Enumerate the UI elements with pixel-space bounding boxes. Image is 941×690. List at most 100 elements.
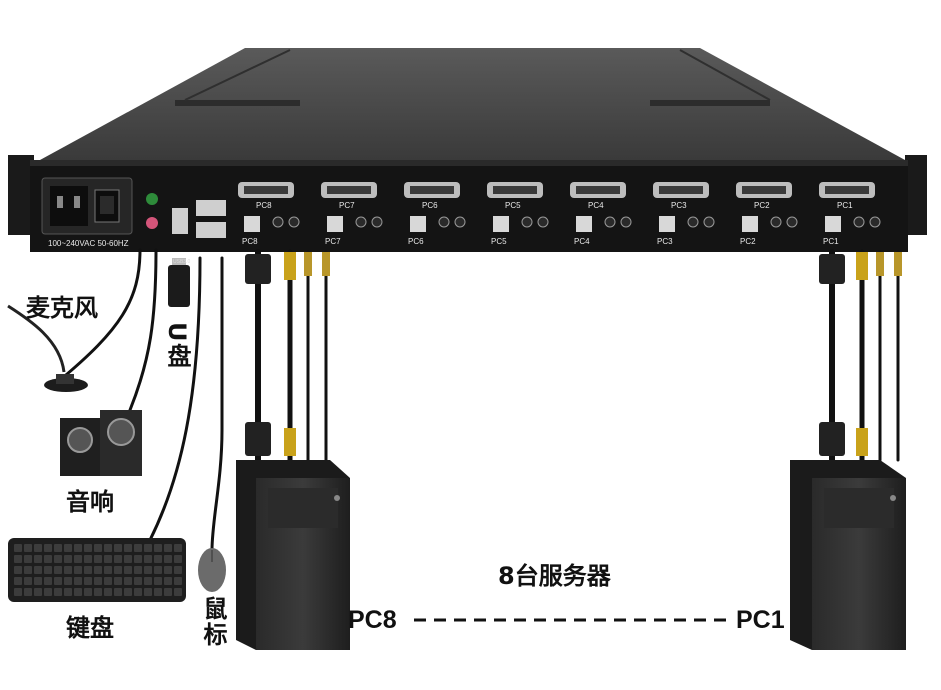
port-group-pc2 [736, 182, 798, 232]
dvi-pins [410, 186, 454, 194]
keyboard-key [44, 555, 52, 563]
port-label-bottom-pc3: PC3 [657, 237, 673, 246]
audio-jack [521, 216, 533, 228]
keyboard-key [24, 555, 32, 563]
port-label-bottom-pc4: PC4 [574, 237, 590, 246]
audio-jack [786, 216, 798, 228]
port-label-pc3: PC3 [671, 201, 687, 210]
keyboard-key [134, 555, 142, 563]
audio-jack [770, 216, 782, 228]
usb-b-port [244, 216, 260, 232]
microphone-label: 麦克风 [26, 294, 98, 322]
keyboard-key [34, 566, 42, 574]
keyboard-key [134, 566, 142, 574]
keyboard-key [54, 588, 62, 596]
keyboard-key [164, 588, 172, 596]
keyboard-key [124, 555, 132, 563]
audio-jack [288, 216, 300, 228]
power-socket [41, 177, 133, 235]
speaker-cable [128, 248, 158, 412]
keyboard-key [114, 566, 122, 574]
port-label-bottom-pc8: PC8 [242, 237, 258, 246]
keyboard-key [174, 544, 182, 552]
mouse-label: 鼠标 [199, 596, 227, 648]
usb-b-port [410, 216, 426, 232]
dvi-pins [742, 186, 786, 194]
pc8-label: PC8 [348, 606, 397, 634]
keyboard-key [64, 544, 72, 552]
pc-port-groups [238, 182, 881, 232]
keyboard-key [74, 544, 82, 552]
usb-b-port [327, 216, 343, 232]
speakers-label: 音响 [66, 488, 114, 516]
keyboard-key [154, 566, 162, 574]
keyboard-key [124, 566, 132, 574]
port-group-pc8 [238, 182, 300, 232]
dvi-pins [825, 186, 869, 194]
keyboard-key [114, 544, 122, 552]
keyboard-key [34, 544, 42, 552]
keyboard-key [114, 577, 122, 585]
port-group-pc6 [404, 182, 466, 232]
port-group-pc1 [819, 182, 881, 232]
servers-label: 8台服务器 [498, 562, 611, 590]
port-label-pc7: PC7 [339, 201, 355, 210]
keyboard-key [104, 577, 112, 585]
power-switch [100, 196, 114, 214]
keyboard-key [74, 588, 82, 596]
usb-drive-label: U盘 [163, 322, 191, 370]
audio-jack [853, 216, 865, 228]
keyboard-key [44, 588, 52, 596]
keyboard-key [94, 544, 102, 552]
keyboard-key [174, 555, 182, 563]
keyboard-key [44, 566, 52, 574]
usb-b-port [659, 216, 675, 232]
keyboard-key [84, 555, 92, 563]
port-group-pc7 [321, 182, 383, 232]
keyboard-key [84, 588, 92, 596]
audio-jack [438, 216, 450, 228]
keyboard-key [14, 577, 22, 585]
power-rating-text: 100~240VAC 50-60HZ [48, 239, 129, 248]
keyboard-label: 键盘 [66, 614, 114, 642]
port-label-bottom-pc6: PC6 [408, 237, 424, 246]
audio-jack [620, 216, 632, 228]
keyboard-key [34, 588, 42, 596]
keyboard-key [164, 566, 172, 574]
server-tower-pc8 [236, 460, 350, 650]
keyboard-key [104, 544, 112, 552]
usb-port [172, 208, 188, 234]
keyboard-key [54, 566, 62, 574]
port-label-bottom-pc7: PC7 [325, 237, 341, 246]
cable-connectors [245, 252, 902, 456]
keyboard-key [104, 566, 112, 574]
keyboard-key [24, 588, 32, 596]
keyboard-key [14, 555, 22, 563]
audio-jack [604, 216, 616, 228]
keyboard-key [154, 544, 162, 552]
keyboard-key [124, 577, 132, 585]
port-label-pc6: PC6 [422, 201, 438, 210]
usb-b-port [576, 216, 592, 232]
pc1-label: PC1 [736, 606, 785, 634]
keyboard-key [14, 588, 22, 596]
keyboard-key [74, 566, 82, 574]
port-label-bottom-pc1: PC1 [823, 237, 839, 246]
keyboard-key [134, 544, 142, 552]
usb-b-port [742, 216, 758, 232]
keyboard-key [124, 588, 132, 596]
keyboard-key [134, 577, 142, 585]
audio-jack [869, 216, 881, 228]
keyboard-key [84, 577, 92, 585]
keyboard-key [154, 588, 162, 596]
microphone-icon [7, 304, 88, 392]
port-label-bottom-pc5: PC5 [491, 237, 507, 246]
keyboard-key [54, 555, 62, 563]
usb-b-port [825, 216, 841, 232]
usb-drive-text: USB3.0 [173, 259, 191, 265]
keyboard-key [154, 555, 162, 563]
keyboard-key [104, 555, 112, 563]
keyboard-key [154, 577, 162, 585]
keyboard-key [124, 544, 132, 552]
